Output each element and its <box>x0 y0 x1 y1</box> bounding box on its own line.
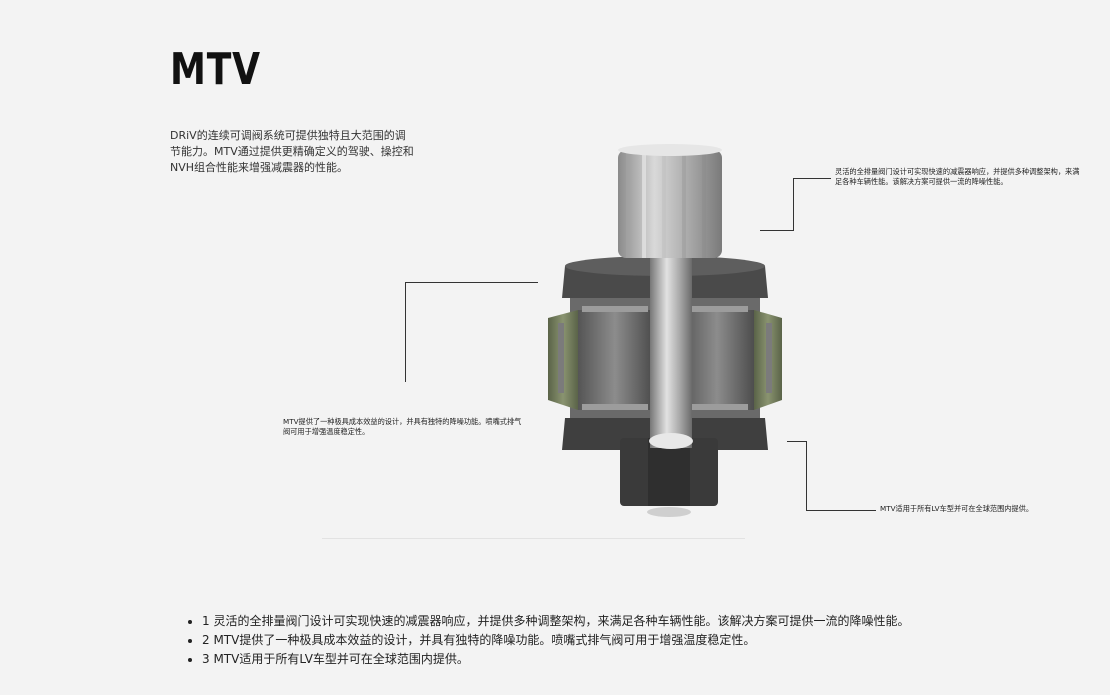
callout-2-leader-v <box>405 282 406 382</box>
callout-1-leader-v <box>793 178 794 231</box>
mtv-valve-cutaway-image <box>548 144 782 517</box>
callout-3-leader-v <box>806 441 807 511</box>
feature-list: 1 灵活的全排量阀门设计可实现快速的减震器响应，并提供多种调整架构，来满足各种车… <box>188 612 942 669</box>
callout-3-leader-h2 <box>806 510 876 511</box>
callout-2-text: MTV提供了一种极具成本效益的设计，并具有独特的降噪功能。喷嘴式排气阀可用于增强… <box>283 417 522 436</box>
callout-1-leader-h2 <box>760 230 794 231</box>
callout-1-text: 灵活的全排量阀门设计可实现快速的减震器响应，并提供多种调整架构，来满足各种车辆性… <box>835 167 1080 186</box>
feature-item: 2 MTV提供了一种极具成本效益的设计，并具有独特的降噪功能。喷嘴式排气阀可用于… <box>202 631 942 650</box>
feature-item: 1 灵活的全排量阀门设计可实现快速的减震器响应，并提供多种调整架构，来满足各种车… <box>202 612 942 631</box>
callout-1-leader-h1 <box>793 178 831 179</box>
page-title: MTV <box>170 44 261 95</box>
callout-2-leader-h <box>405 282 538 283</box>
callout-3-leader-h1 <box>787 441 807 442</box>
callout-3-text: MTV适用于所有LV车型并可在全球范围内提供。 <box>880 504 1034 513</box>
section-divider <box>322 538 745 539</box>
feature-item: 3 MTV适用于所有LV车型并可在全球范围内提供。 <box>202 650 942 669</box>
intro-paragraph: DRiV的连续可调阀系统可提供独特且大范围的调节能力。MTV通过提供更精确定义的… <box>170 129 414 174</box>
